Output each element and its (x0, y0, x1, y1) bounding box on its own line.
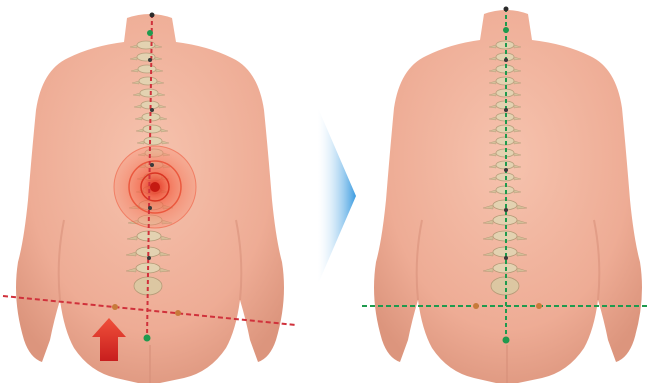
pain-focus-icon (114, 146, 196, 228)
transition-arrow-icon (318, 108, 356, 284)
